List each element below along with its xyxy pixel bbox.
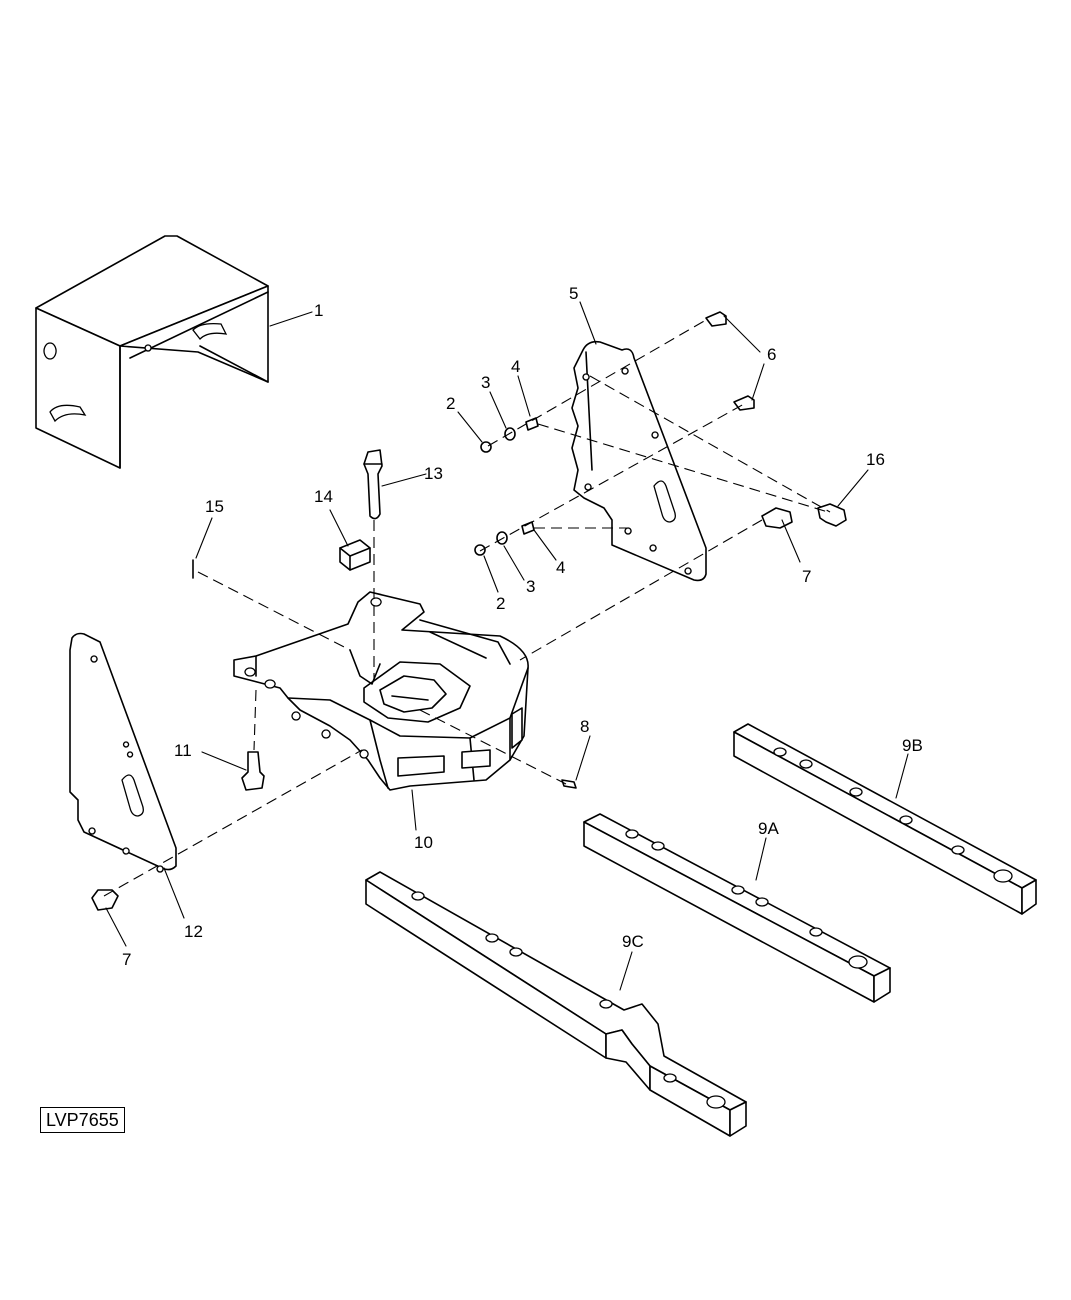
callout-16: 16	[866, 450, 885, 469]
callout-13: 13	[424, 464, 443, 483]
callout-6: 6	[767, 345, 776, 364]
callout-8: 8	[580, 717, 589, 736]
part-4-spacer-upper	[525, 417, 539, 431]
callout-4-lower: 4	[556, 558, 565, 577]
alignment-lines	[103, 319, 831, 897]
part-9a-drawbar	[583, 813, 891, 1003]
part-7-bolt-left	[91, 889, 119, 911]
callout-3-lower: 3	[526, 577, 535, 596]
leader-lines	[105, 301, 909, 991]
callout-4-upper: 4	[511, 357, 520, 376]
callout-1: 1	[314, 301, 323, 320]
callout-14: 14	[314, 487, 333, 506]
part-10-drawbar-frame	[233, 591, 529, 791]
callout-labels: 1 2 3 4 5 6 16 7 2 3 4 13 14 15 8 9B 11 …	[122, 284, 923, 969]
callout-12: 12	[184, 922, 203, 941]
part-9c-drawbar	[365, 871, 747, 1137]
part-2-nut-upper	[480, 441, 492, 453]
part-9b-drawbar	[733, 723, 1037, 915]
part-6-bolt-upper	[705, 311, 727, 327]
part-12-left-bracket	[69, 632, 177, 873]
part-16-bolt	[817, 503, 847, 527]
hardware-fasteners	[91, 311, 847, 911]
callout-3-upper: 3	[481, 373, 490, 392]
callout-9c: 9C	[622, 932, 644, 951]
part-1-shield	[35, 235, 269, 469]
callout-7-right: 7	[802, 567, 811, 586]
part-11-bolt	[241, 751, 265, 791]
reference-code-box: LVP7655	[40, 1107, 125, 1133]
part-8-spring-pin	[561, 779, 577, 789]
part-5-right-bracket	[571, 340, 707, 582]
callout-9a: 9A	[758, 819, 779, 838]
part-3-washer-lower	[496, 531, 508, 545]
callout-2-lower: 2	[496, 594, 505, 613]
part-14-block	[339, 539, 371, 571]
callout-10: 10	[414, 833, 433, 852]
part-3-washer-upper	[504, 427, 516, 441]
callout-11: 11	[174, 741, 192, 760]
callout-15: 15	[205, 497, 224, 516]
part-7-bolt-right	[761, 507, 793, 529]
part-13-drawbar-pin	[363, 449, 383, 520]
part-2-nut-lower	[474, 544, 486, 556]
callout-9b: 9B	[902, 736, 923, 755]
callout-2-upper: 2	[446, 394, 455, 413]
callout-5: 5	[569, 284, 578, 303]
callout-7-left: 7	[122, 950, 131, 969]
